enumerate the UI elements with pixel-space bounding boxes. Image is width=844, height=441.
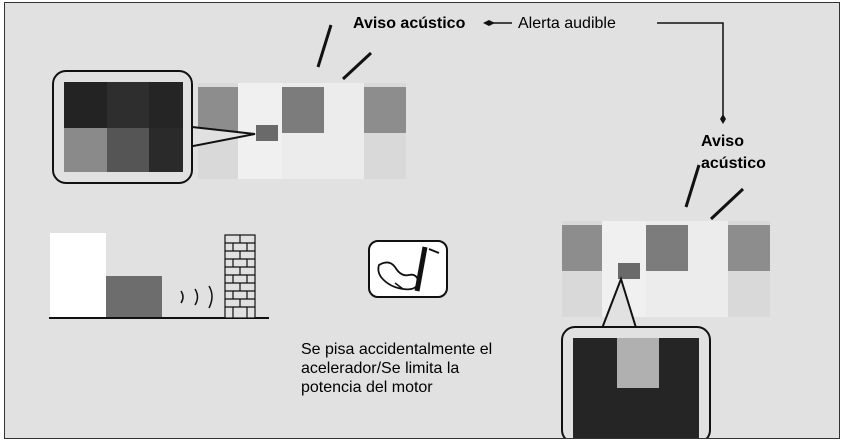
arrow-head-left <box>483 20 495 26</box>
zoom-callout-bottom <box>561 326 711 438</box>
scene-lines <box>49 234 269 319</box>
sound-tick-mark <box>709 187 745 221</box>
warning-label-right: Aviso acústico <box>701 133 766 172</box>
instrument-panel-right <box>562 221 770 317</box>
foot-on-pedal-icon <box>368 240 448 298</box>
sound-tick-mark <box>316 24 333 68</box>
sound-tick-mark <box>341 51 373 81</box>
connector-lines <box>316 20 745 221</box>
brick-wall-icon <box>224 234 256 319</box>
sound-waves-icon <box>180 285 213 309</box>
indicator-light <box>256 125 278 141</box>
zoom-callout-top <box>52 70 193 184</box>
callout-pointer <box>183 124 256 150</box>
warning-label-top: Aviso acústico <box>353 15 466 32</box>
arrow-line-right <box>657 22 724 119</box>
vehicle-rear <box>50 233 106 317</box>
vehicle-front <box>106 276 162 317</box>
description-text: Se pisa accidentalmente el acelerador/Se… <box>301 341 493 396</box>
arrow-head-down <box>720 114 726 124</box>
alert-audible-label: Alerta audible <box>518 15 616 32</box>
indicator-light <box>618 263 640 279</box>
diagram-frame: Aviso acústico Alerta audible Aviso acús… <box>4 2 840 439</box>
sound-tick-mark <box>684 164 701 208</box>
